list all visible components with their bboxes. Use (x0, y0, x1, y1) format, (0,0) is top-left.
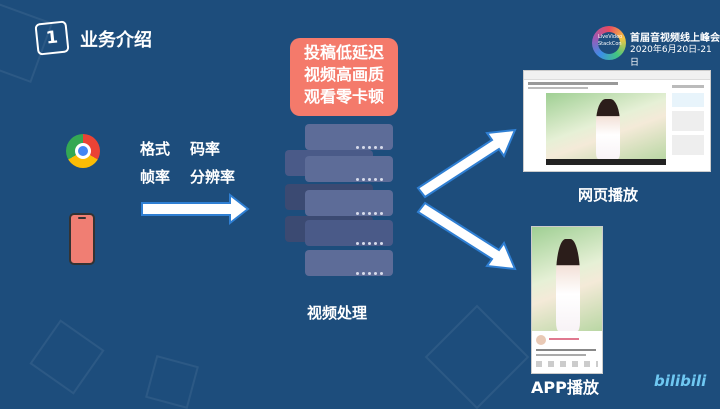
server-block (305, 124, 393, 150)
server-block (305, 220, 393, 246)
app-player-screenshot (531, 226, 603, 374)
processing-label: 视频处理 (307, 302, 367, 323)
arrow-to-processing (142, 195, 248, 223)
server-block (305, 156, 393, 182)
server-block (305, 190, 393, 216)
bilibili-logo: bilibili (654, 372, 706, 390)
web-player-screenshot (523, 70, 711, 172)
server-block (305, 250, 393, 276)
app-playback-label: APP播放 (531, 374, 599, 398)
web-playback-label: 网页播放 (578, 184, 638, 205)
arrow-to-app (418, 203, 515, 269)
arrow-to-web (418, 130, 515, 197)
